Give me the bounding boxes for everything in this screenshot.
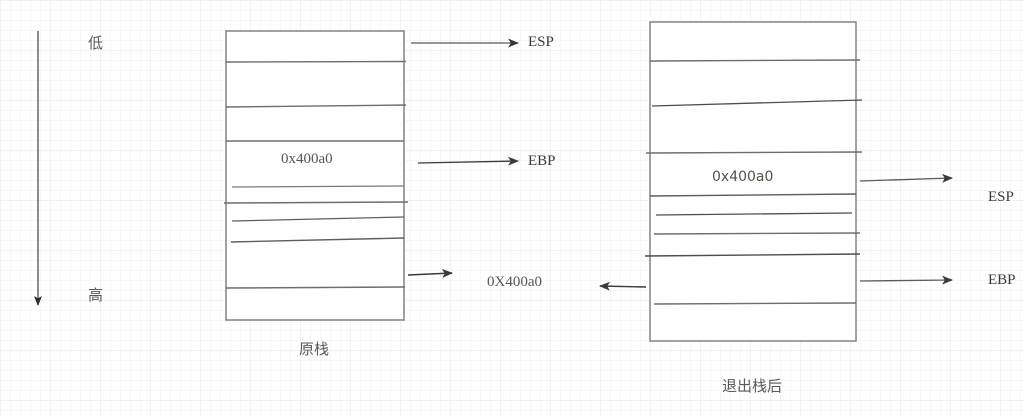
value-in-arrow-right — [599, 281, 647, 291]
after-pop-stack-box — [644, 21, 863, 342]
value-out-arrow-left — [407, 268, 453, 278]
ebp-label-left: EBP — [528, 153, 556, 169]
after-pop-stack-caption: 退出栈后 — [722, 377, 783, 395]
address-high-label: 高 — [88, 286, 104, 304]
transferred-value-label: 0X400a0 — [487, 274, 542, 290]
esp-pointer-arrow-right — [859, 173, 953, 183]
original-stack-box — [223, 30, 409, 321]
esp-label-right: ESP — [988, 189, 1014, 205]
ebp-label-right: EBP — [988, 272, 1016, 288]
original-stack-cell-value: 0x400a0 — [281, 151, 333, 167]
ebp-pointer-arrow-left — [417, 156, 519, 166]
original-stack-caption: 原栈 — [299, 340, 330, 358]
ebp-pointer-arrow-right — [859, 275, 953, 285]
esp-label-left: ESP — [528, 34, 554, 50]
after-pop-stack-cell-value: 0x400a0 — [712, 169, 774, 185]
address-low-label: 低 — [88, 34, 104, 52]
